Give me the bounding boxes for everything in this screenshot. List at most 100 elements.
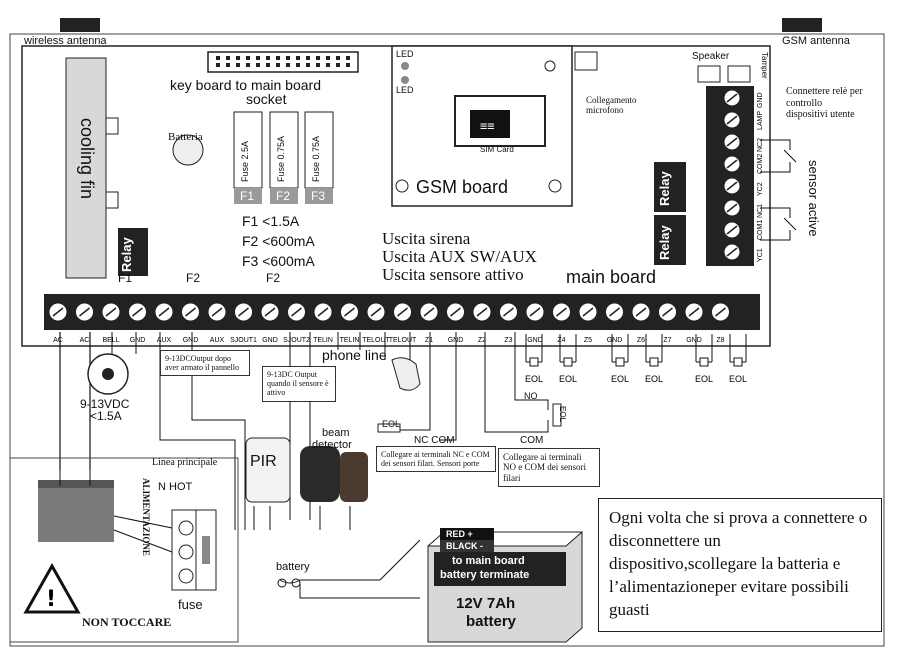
uscita-aux-label: Uscita AUX SW/AUX [382, 247, 537, 266]
microphone-connector [574, 51, 598, 71]
relay-terminal-screw [723, 243, 741, 261]
terminal-screw [711, 302, 730, 322]
battery-to-main-label: to main board [452, 555, 525, 567]
fuse-f1-label: F1 [240, 189, 255, 203]
gsm-antenna-label: GSM antenna [782, 35, 850, 47]
eol-label: EOL [611, 374, 629, 384]
phone-plug [391, 357, 421, 391]
eol-resistor: EOL [695, 334, 713, 384]
power-supply-box [9, 457, 239, 643]
terminal-screw [101, 302, 121, 322]
terminal-screw [684, 302, 704, 322]
relay-terminal-screw [723, 89, 741, 107]
main-board-label: main board [566, 267, 657, 287]
beam-detector-2 [340, 452, 368, 502]
relay-terminal-label: NC2 [757, 138, 764, 152]
battery-rating-label: 12V 7Ah [456, 595, 516, 612]
relay-terminal-label: NC1 [757, 204, 764, 218]
no-label: NO [524, 391, 538, 401]
relay-right-bottom-label: Relay [657, 225, 672, 260]
svg-text:≡≡: ≡≡ [480, 119, 494, 133]
sensor-active-label: sensor active [806, 160, 821, 237]
output-note-2: 9-13DC Output quando il sensore è attivo [262, 366, 336, 402]
eol-resistor: EOL [729, 334, 747, 384]
terminal-label: Z5 [584, 337, 592, 344]
eol-label-z2: EOL [558, 406, 567, 423]
eol-label: EOL [559, 374, 577, 384]
fuse-f3-label: F3 [311, 189, 326, 203]
battery-word-label: battery [466, 613, 517, 630]
terminal-screw [631, 302, 651, 322]
pir-sensor [245, 437, 291, 503]
terminal-screw [393, 302, 412, 322]
uscita-sensore-label: Uscita sensore attivo [382, 265, 524, 284]
backup-battery-coin [172, 134, 204, 166]
siren-current-label: <1.5A [90, 409, 122, 423]
terminal-label: AC [80, 337, 90, 344]
terminal-screw [472, 302, 492, 322]
relay-terminal-label: COM2 [757, 154, 764, 174]
eol-label: EOL [645, 374, 663, 384]
terminal-label: Z4 [557, 337, 565, 344]
terminal-screw [340, 302, 359, 322]
output-note-1: 9-13DCOutput dopo aver armato il pannell… [160, 350, 250, 377]
terminal-screw [578, 302, 598, 322]
fuse-label: fuse [178, 597, 203, 612]
gsm-antenna-block [782, 18, 822, 32]
cooling-fin-label: cooling fin [77, 118, 97, 200]
tamper-label: Tamper [760, 52, 769, 79]
led-label-2: LED [396, 85, 414, 95]
svg-text:!: ! [46, 587, 56, 612]
relay-left [118, 228, 148, 276]
pir-label: PIR [250, 453, 277, 470]
terminal-screw [313, 302, 333, 322]
terminal-screw [75, 302, 94, 322]
relay-left-label: Relay [119, 237, 134, 272]
fuse-f2-label: F2 [276, 189, 291, 203]
terminal-label: TELOUT [389, 337, 417, 344]
fuse-limit-1: F1 <1.5A [242, 213, 300, 229]
terminal-label: GND [607, 337, 623, 344]
terminal-screw [260, 302, 280, 322]
terminal-label: GND [686, 337, 702, 344]
terminal-label: AUX [210, 337, 225, 344]
relay-terminal-screw [723, 177, 741, 195]
relay-right-top [654, 162, 686, 212]
batteria-label: Batteria [168, 131, 203, 143]
relay-terminal-label: COM1 [757, 220, 764, 240]
relay-terminal-screw [723, 155, 741, 173]
terminal-label: SJOUT1 [230, 337, 257, 344]
wireless-antenna-block [60, 18, 100, 32]
fuse-limit-2: F2 <600mA [242, 233, 315, 249]
eol-resistor: EOL [559, 334, 577, 384]
terminal-screw [287, 302, 306, 322]
terminal-screw [446, 302, 465, 322]
beam-label: beam [322, 427, 350, 439]
relay-terminal-label: GND [757, 92, 764, 108]
eol-resistor: EOL [525, 334, 543, 384]
wireless-antenna-label: wireless antenna [24, 35, 107, 47]
terminal-label: BELL [102, 337, 119, 344]
terminal-label: GND [130, 337, 146, 344]
uscita-sirena-label: Uscita sirena [382, 229, 471, 248]
cooling-fin [65, 57, 107, 279]
led-label-1: LED [396, 49, 414, 59]
keyboard-socket-label: key board to main board [170, 77, 321, 93]
detector-label: detector [312, 439, 352, 451]
eol-resistor: EOL [611, 334, 629, 384]
keyboard-socket-label-2: socket [246, 91, 287, 107]
battery-small-label: battery [276, 561, 310, 573]
relay-terminal-screw [723, 111, 741, 129]
terminal-label: AC [53, 337, 63, 344]
terminal-label: Z1 [425, 337, 433, 344]
relay-terminal-label: LAMP [757, 111, 764, 130]
terminal-screw [48, 302, 68, 322]
terminal-screw [499, 302, 518, 322]
fuse-limit-3: F3 <600mA [242, 253, 315, 269]
relay-terminal-label: YC2 [757, 182, 764, 196]
relay-right-bottom [654, 215, 686, 265]
terminal-label: Z2 [478, 337, 486, 344]
terminal-label: Z7 [663, 337, 671, 344]
relay-terminal-screw [723, 221, 741, 239]
